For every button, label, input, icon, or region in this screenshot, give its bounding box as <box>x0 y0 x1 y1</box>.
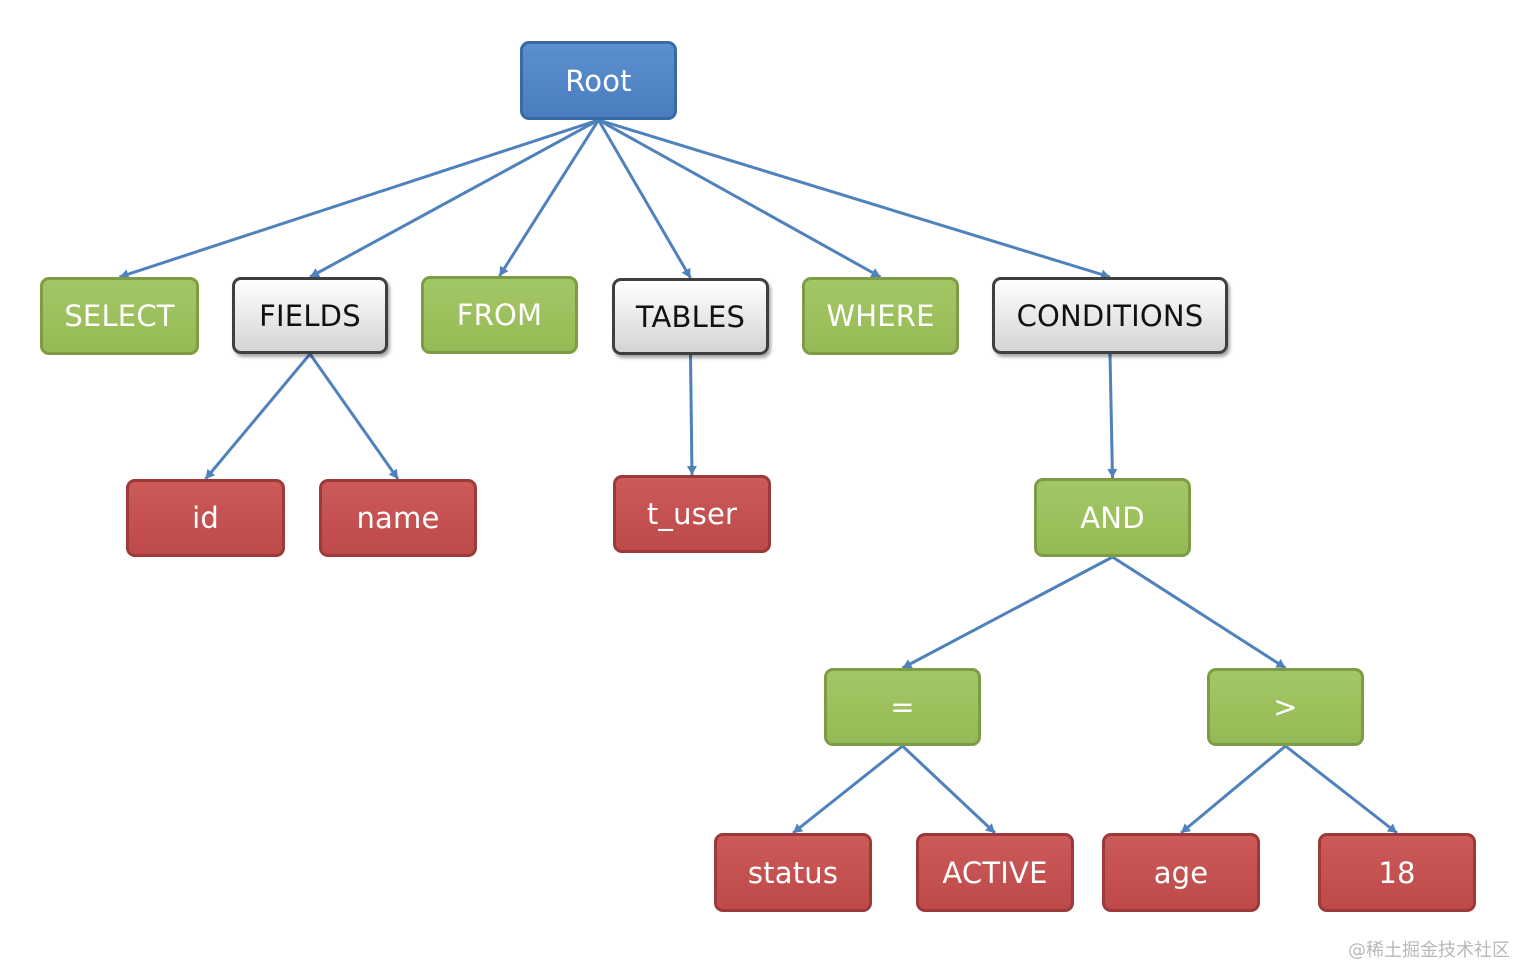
arrowhead-fields <box>310 268 321 278</box>
node-equals: = <box>824 668 981 746</box>
edge-root-to-conditions <box>598 118 1111 279</box>
node-t-user: t_user <box>613 475 771 553</box>
edge-root-to-select <box>119 118 599 279</box>
edge-eq-to-active <box>901 744 997 835</box>
edge-eq-to-status <box>792 744 904 835</box>
node-name: name <box>319 479 477 557</box>
node-where: WHERE <box>802 277 959 355</box>
arrowhead-where <box>870 268 881 277</box>
arrowhead-t_user <box>686 465 697 475</box>
node-conditions: CONDITIONS <box>992 277 1228 354</box>
node-select: SELECT <box>40 277 199 355</box>
arrowhead-from <box>499 265 509 276</box>
arrowhead-eq <box>902 659 913 669</box>
edge-gt-to-eighteen <box>1284 744 1398 835</box>
arrowhead-tables <box>681 267 691 278</box>
arrowhead-active <box>985 823 995 833</box>
edge-fields-to-name <box>308 353 400 480</box>
arrowhead-and <box>1107 468 1118 478</box>
node-root: Root <box>520 41 677 120</box>
node-age: age <box>1102 833 1260 912</box>
watermark-text: @稀土掘金技术社区 <box>1348 940 1510 961</box>
arrowhead-age <box>1181 823 1192 833</box>
node-eighteen: 18 <box>1318 833 1476 912</box>
arrowhead-gt <box>1275 658 1286 668</box>
node-status: status <box>714 833 872 912</box>
arrowhead-conditions <box>1099 269 1110 280</box>
node-from: FROM <box>421 276 578 354</box>
node-id: id <box>126 479 285 557</box>
node-fields: FIELDS <box>232 277 388 354</box>
edge-and-to-eq <box>901 555 1114 670</box>
edge-and-to-gt <box>1111 555 1287 670</box>
node-and: AND <box>1034 478 1191 557</box>
node-greater-than: > <box>1207 668 1364 746</box>
arrowhead-select <box>119 269 130 279</box>
arrowhead-id <box>205 468 216 479</box>
edge-fields-to-id <box>204 353 312 480</box>
arrowhead-eighteen <box>1386 823 1397 833</box>
edge-root-to-where <box>597 118 882 279</box>
edge-tables-to-t_user <box>689 354 694 476</box>
node-active: ACTIVE <box>916 833 1074 912</box>
arrowhead-status <box>793 823 804 833</box>
edge-root-to-from <box>498 119 600 277</box>
node-tables: TABLES <box>612 278 769 355</box>
edge-root-to-fields <box>309 118 600 279</box>
edge-conditions-to-and <box>1108 353 1114 479</box>
edge-root-to-tables <box>597 119 692 279</box>
arrowhead-name <box>388 468 398 479</box>
edge-gt-to-age <box>1180 744 1287 835</box>
